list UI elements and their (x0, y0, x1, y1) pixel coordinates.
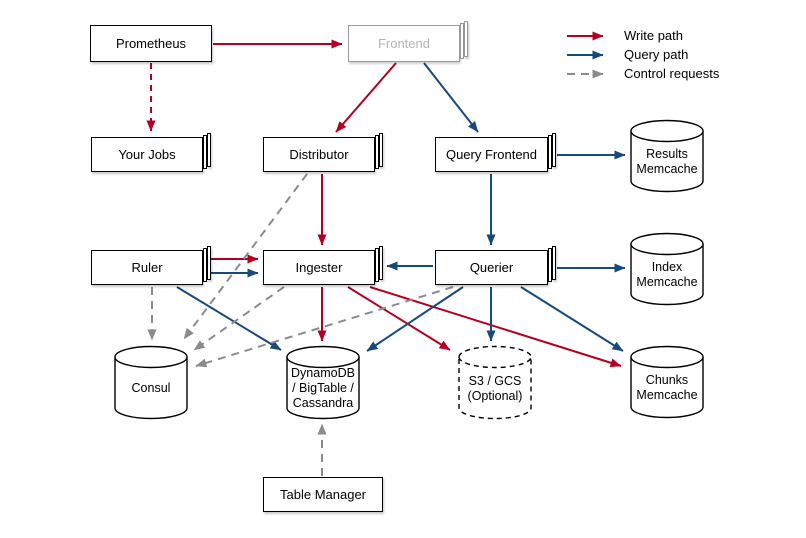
node-distributor: Distributor (263, 133, 383, 172)
cylinder-icon (114, 345, 188, 420)
legend-row-write-path: Write path (566, 26, 719, 45)
node-frontend-label: Frontend (377, 36, 431, 51)
legend-label-query-path: Query path (624, 47, 689, 62)
node-distributor-label: Distributor (289, 147, 349, 162)
node-dynamodb-bigtable-cassandra-label: DynamoDB / BigTable / Cassandra (291, 366, 355, 410)
node-ingester-label: Ingester (295, 260, 343, 275)
node-frontend: Frontend (348, 21, 468, 62)
node-s3-gcs-label: S3 / GCS (Optional) (467, 373, 523, 403)
cylinder-icon-dashed (458, 345, 532, 420)
node-your-jobs: Your Jobs (91, 133, 211, 172)
node-query-frontend-label: Query Frontend (445, 147, 538, 162)
node-your-jobs-label: Your Jobs (118, 147, 176, 162)
node-consul-label: Consul (131, 381, 171, 396)
node-chunks-memcache: Chunks Memcache (630, 345, 704, 419)
node-chunks-memcache-label: Chunks Memcache (636, 373, 698, 402)
legend-row-query-path: Query path (566, 45, 719, 64)
legend-label-write-path: Write path (624, 28, 684, 43)
node-dynamodb-bigtable-cassandra: DynamoDB / BigTable / Cassandra (286, 345, 360, 420)
node-index-memcache-label: Index Memcache (636, 260, 698, 289)
write-path-arrow-icon (567, 31, 604, 40)
legend-row-control-requests: Control requests (566, 64, 719, 83)
node-consul: Consul (114, 345, 188, 420)
node-ruler: Ruler (91, 246, 211, 285)
query-path-arrow-icon (567, 50, 604, 59)
node-querier-label: Querier (469, 260, 514, 275)
node-results-memcache-label: Results Memcache (636, 147, 698, 176)
node-query-frontend: Query Frontend (435, 133, 556, 172)
node-s3-gcs: S3 / GCS (Optional) (458, 345, 532, 420)
control-requests-arrow-icon (567, 69, 604, 78)
node-ruler-label: Ruler (131, 260, 163, 275)
node-querier: Querier (435, 246, 556, 285)
node-table-manager-label: Table Manager (280, 487, 366, 502)
node-index-memcache: Index Memcache (630, 232, 704, 306)
legend: Write path Query path Control requests (566, 26, 719, 83)
cylinder-icon (630, 119, 704, 193)
node-table-manager: Table Manager (263, 477, 383, 512)
cylinder-icon (286, 345, 360, 420)
cylinder-icon (630, 232, 704, 306)
cylinder-icon (630, 345, 704, 419)
node-prometheus-label: Prometheus (115, 36, 187, 51)
node-results-memcache: Results Memcache (630, 119, 704, 193)
legend-label-control-requests: Control requests (624, 66, 720, 81)
node-ingester: Ingester (263, 246, 383, 285)
node-prometheus: Prometheus (90, 25, 212, 62)
